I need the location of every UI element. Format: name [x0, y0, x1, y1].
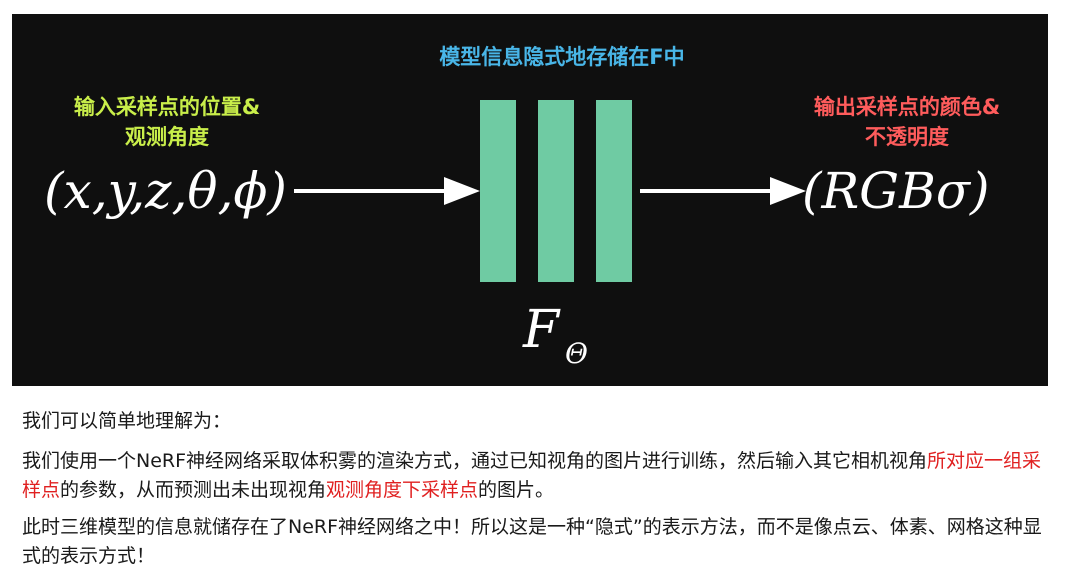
input-label-line2: 观测角度	[125, 125, 209, 149]
network-layer-bar	[538, 100, 574, 282]
input-label-line1: 输入采样点的位置&	[73, 95, 261, 119]
input-vector: (x,y,z,θ,ϕ)	[44, 162, 287, 220]
model-label: 模型信息隐式地存储在F中	[439, 45, 685, 69]
output-vector: (RGBσ)	[802, 162, 990, 220]
explanation-text: 的参数，从而预测出未出现视角	[60, 479, 327, 501]
output-label: 输出采样点的颜色& 不透明度	[782, 92, 1032, 152]
explanation-paragraph: 我们使用一个NeRF神经网络采取体积雾的渲染方式，通过已知视角的图片进行训练，然…	[22, 447, 1042, 505]
network-layer-bar	[480, 100, 516, 282]
input-label: 输入采样点的位置& 观测角度	[32, 92, 302, 152]
arrow-right-icon	[640, 177, 806, 205]
network-layer-bar	[596, 100, 632, 282]
function-symbol: F	[523, 300, 560, 360]
output-label-line2: 不透明度	[865, 125, 949, 149]
highlight-sample-points: 所对应一组采样点	[22, 450, 1042, 501]
output-label-line1: 输出采样点的颜色&	[813, 95, 1001, 119]
conclusion-paragraph: 此时三维模型的信息就储存在了NeRF神经网络之中！所以这是一种“隐式”的表示方法…	[22, 516, 1042, 567]
arrow-right-icon	[294, 177, 480, 205]
intro-sentence: 我们可以简单地理解为：	[22, 410, 232, 432]
highlight-view-samples: 观测角度下采样点	[326, 479, 479, 501]
explanation-text: 的图片。	[478, 479, 555, 501]
explanation-text: 我们使用一个NeRF神经网络采取体积雾的渲染方式，通过已知视角的图片进行训练，然…	[22, 450, 928, 472]
diagram-panel: 模型信息隐式地存储在F中 输入采样点的位置& 观测角度 输出采样点的颜色& 不透…	[12, 14, 1048, 386]
function-subscript: Θ	[565, 337, 588, 370]
